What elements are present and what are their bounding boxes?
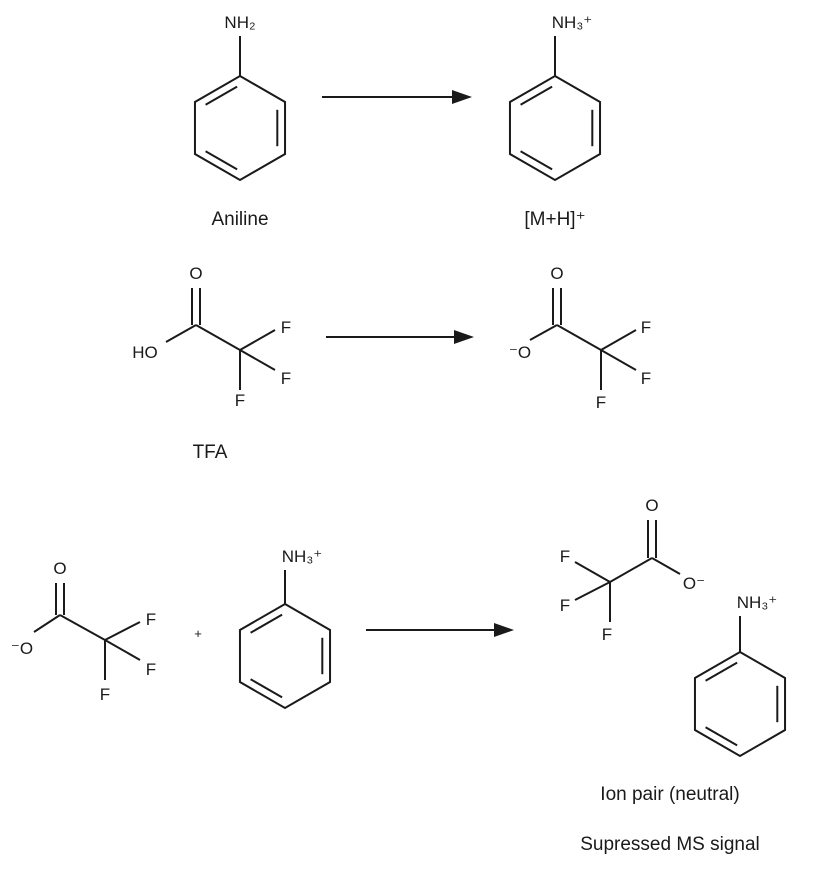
- anilinium-molecule: NH₃⁺: [238, 547, 332, 710]
- arrowhead-icon: [454, 330, 474, 344]
- anion-oxygen-label: ⁻O: [11, 639, 33, 658]
- hydroxyl-label: HO: [132, 343, 158, 362]
- anilinium-molecule: NH₃⁺: [508, 13, 602, 182]
- reaction-arrow-2: [326, 330, 474, 344]
- double-bond: [250, 678, 283, 699]
- fluorine-label: F: [235, 391, 245, 410]
- double-bond: [520, 150, 553, 171]
- arrowhead-icon: [452, 90, 472, 104]
- oxygen-label: O: [645, 496, 658, 515]
- double-bond: [205, 150, 238, 171]
- fluorine-label: F: [146, 660, 156, 679]
- benzene-ring: [193, 74, 287, 182]
- fluorine-label: F: [100, 685, 110, 704]
- anion-oxygen-label: ⁻O: [509, 343, 531, 362]
- ion-pair-label: Ion pair (neutral): [600, 784, 739, 805]
- oxygen-label: O: [53, 559, 66, 578]
- amine-label: NH₂: [224, 13, 255, 32]
- double-bond: [205, 85, 238, 106]
- reaction-arrow-3: [366, 623, 514, 637]
- fluorine-label: F: [602, 625, 612, 644]
- suppressed-signal-note: Supressed MS signal: [580, 834, 760, 855]
- double-bond: [705, 726, 738, 747]
- benzene-ring: [238, 602, 332, 710]
- arrowhead-icon: [494, 623, 514, 637]
- tfa-label: TFA: [193, 442, 228, 463]
- ammonium-label: NH₃⁺: [552, 13, 592, 32]
- fluorine-label: F: [560, 596, 570, 615]
- benzene-ring: [508, 74, 602, 182]
- oxygen-label: O: [189, 264, 202, 283]
- double-bond: [705, 661, 738, 682]
- fluorine-label: F: [641, 369, 651, 388]
- oxygen-label: O: [550, 264, 563, 283]
- fluorine-label: F: [641, 318, 651, 337]
- ammonium-label: NH₃⁺: [282, 547, 322, 566]
- trifluoroacetate-molecule: O ⁻O F F F: [509, 264, 651, 412]
- benzene-ring: [693, 650, 787, 758]
- fluorine-label: F: [281, 318, 291, 337]
- fluorine-label: F: [560, 547, 570, 566]
- ion-pair: O O⁻ F F F NH₃⁺: [560, 496, 787, 758]
- double-bond: [520, 85, 553, 106]
- anion-oxygen-label: O⁻: [683, 574, 705, 593]
- protonated-label: [M+H]⁺: [524, 209, 585, 230]
- tfa-molecule: O HO F F F: [132, 264, 291, 410]
- reaction-arrow-1: [322, 90, 472, 104]
- fluorine-label: F: [146, 610, 156, 629]
- fluorine-label: F: [596, 393, 606, 412]
- trifluoroacetate-molecule: O ⁻O F F F: [11, 559, 156, 704]
- aniline-molecule: NH₂: [193, 13, 287, 182]
- aniline-label: Aniline: [211, 209, 268, 230]
- plus-sign: +: [194, 626, 202, 641]
- double-bond: [250, 613, 283, 634]
- fluorine-label: F: [281, 369, 291, 388]
- ammonium-label: NH₃⁺: [737, 593, 777, 612]
